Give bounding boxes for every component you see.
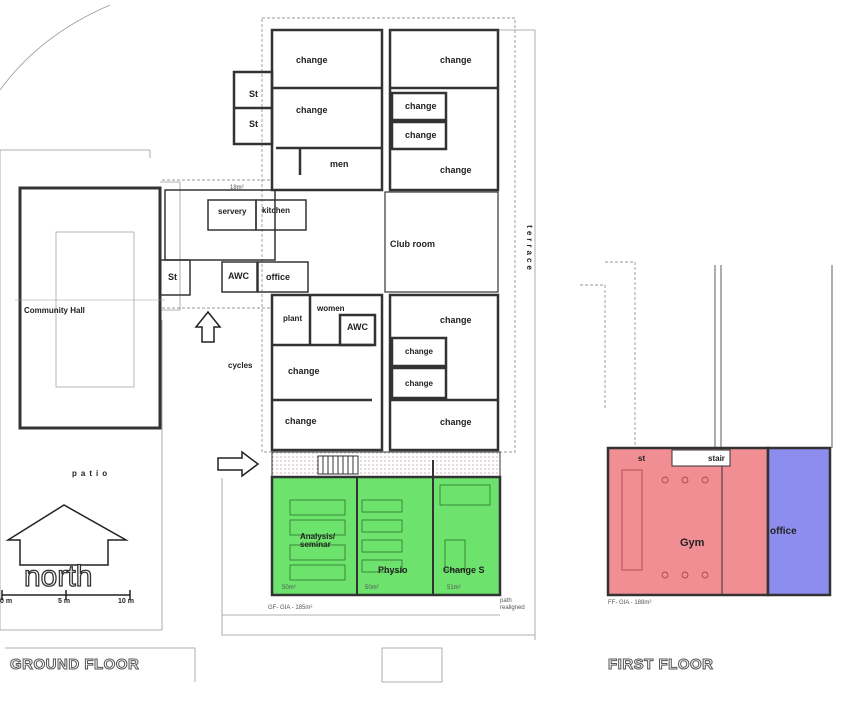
scale-label: 10 m: [118, 598, 134, 605]
first-floor: [606, 265, 833, 597]
entrance-arrows: [194, 310, 260, 478]
north-arrow: [5, 504, 129, 566]
room-label: AWC: [347, 322, 368, 332]
room-label: plant: [283, 314, 303, 323]
area-note: 18m²: [230, 185, 244, 191]
room-label: change: [405, 347, 434, 356]
room-label: cycles: [228, 361, 253, 370]
scale-bar: [1, 590, 131, 600]
area-note: 50m²: [365, 585, 379, 591]
room-label: change: [405, 379, 434, 388]
room-label: Analysis/ seminar: [300, 532, 336, 549]
room-label: Gym: [680, 537, 705, 549]
room-label: Physio: [378, 565, 408, 575]
room-label: kitchen: [262, 206, 291, 215]
room-label: St: [249, 119, 258, 129]
room-label: office: [266, 272, 291, 282]
terrace-label: terrace: [524, 225, 534, 273]
lobby-floor: [271, 451, 501, 478]
room-label: change: [440, 315, 472, 325]
area-note: 51m²: [447, 585, 461, 591]
scale-label: 0 m: [0, 598, 13, 605]
room-label: change: [440, 55, 472, 65]
area-note: 50m²: [282, 585, 296, 591]
first-floor-title: FIRST FLOOR: [608, 656, 714, 674]
site-lines: [0, 4, 536, 683]
room-label: office: [770, 526, 797, 537]
area-note: path realigned: [500, 598, 525, 611]
ground-floor-title: GROUND FLOOR: [9, 656, 140, 674]
room-label: patio: [72, 469, 112, 478]
extension-green: [270, 460, 502, 597]
room-label: change: [440, 417, 472, 427]
room-label: change: [288, 366, 320, 376]
room-label: change: [405, 130, 437, 140]
dashed-outlines: [162, 17, 636, 453]
room-label: Change S: [443, 565, 485, 575]
room-label: Club room: [390, 239, 435, 249]
room-label: St: [249, 89, 258, 99]
room-label: change: [285, 416, 317, 426]
room-label: men: [330, 159, 349, 169]
building-walls: [159, 28, 500, 452]
area-note: FF- GIA - 188m²: [608, 600, 652, 606]
room-label: women: [317, 304, 345, 313]
room-label: st: [638, 454, 646, 463]
room-label: change: [296, 105, 328, 115]
room-label: change: [405, 101, 437, 111]
room-label: servery: [218, 207, 247, 216]
room-label: change: [296, 55, 328, 65]
stair-gf: [317, 455, 359, 475]
room-label: Community Hall: [24, 306, 85, 315]
room-label: AWC: [228, 271, 249, 281]
north-label: north: [23, 559, 93, 593]
area-note: GF- GIA - 185m²: [268, 605, 313, 611]
room-label: St: [168, 272, 177, 282]
room-label: change: [440, 165, 472, 175]
scale-label: 5 m: [58, 598, 71, 605]
room-label: stair: [708, 454, 725, 463]
community-hall: [15, 186, 165, 430]
